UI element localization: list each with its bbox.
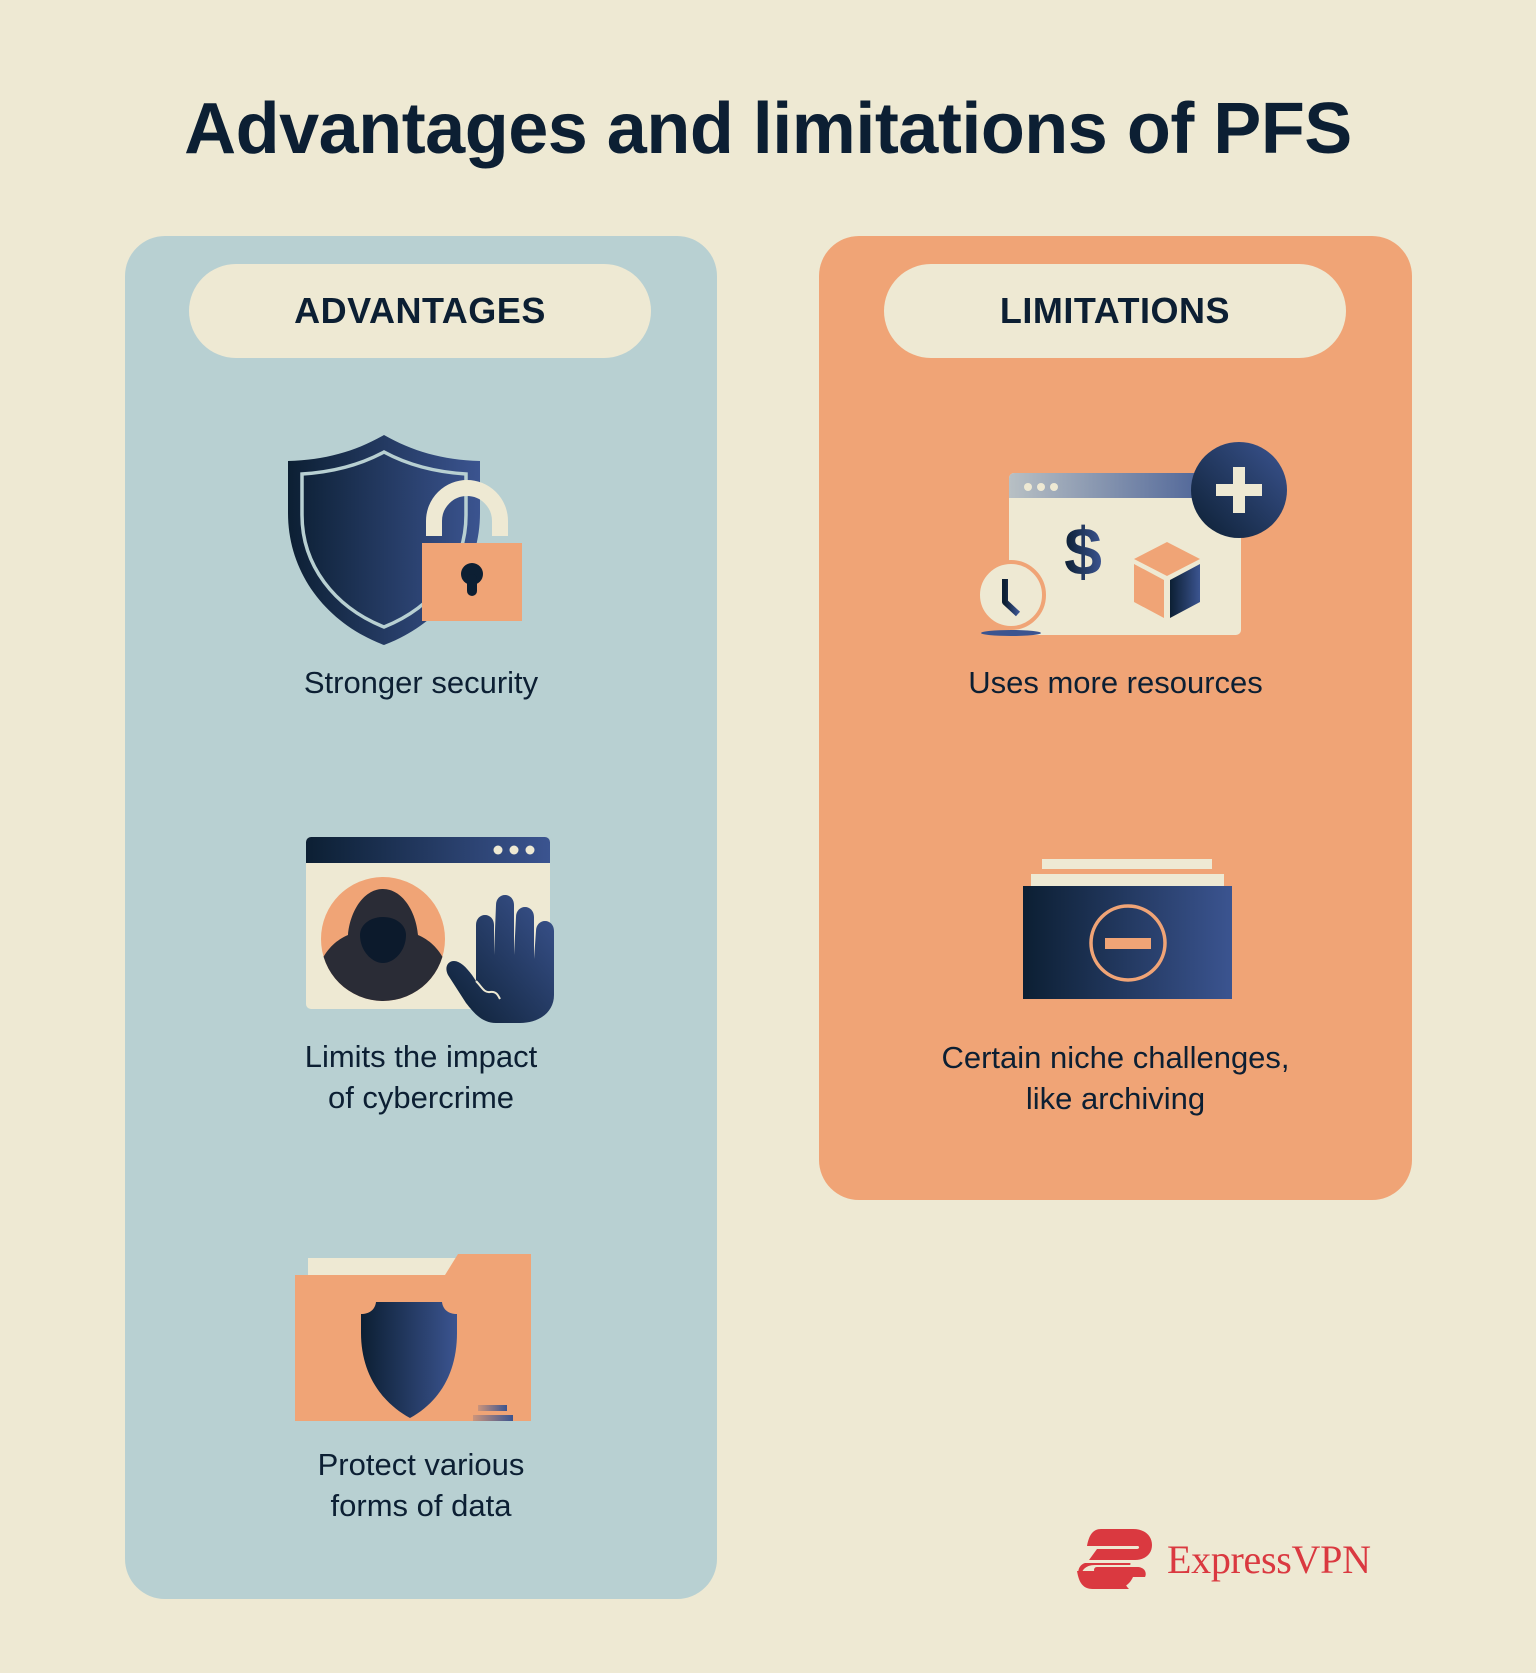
limitations-heading: LIMITATIONS (884, 264, 1346, 358)
resources-window-icon: $ (978, 442, 1287, 636)
page-title: Advantages and limitations of PFS (184, 89, 1352, 169)
advantage-label-2: Limits the impact of cybercrime (304, 1039, 538, 1115)
hacker-blocked-icon (306, 837, 554, 1023)
folder-shield-icon (295, 1254, 531, 1421)
limitation-label-1: Uses more resources (968, 665, 1263, 700)
svg-text:$: $ (1064, 514, 1102, 590)
expressvpn-logo: ExpressVPN (1075, 1527, 1405, 1591)
limitations-card (819, 236, 1412, 1200)
archive-minus-icon (1023, 859, 1232, 999)
limitation-label-2: Certain niche challenges, like archiving (941, 1040, 1290, 1116)
advantages-heading: ADVANTAGES (189, 264, 651, 358)
expressvpn-mark-icon (1077, 1529, 1152, 1589)
brand-name: ExpressVPN (1167, 1536, 1371, 1582)
advantage-label-3: Protect various forms of data (317, 1447, 525, 1523)
shield-lock-icon (288, 435, 522, 645)
advantage-label-1: Stronger security (303, 665, 539, 700)
